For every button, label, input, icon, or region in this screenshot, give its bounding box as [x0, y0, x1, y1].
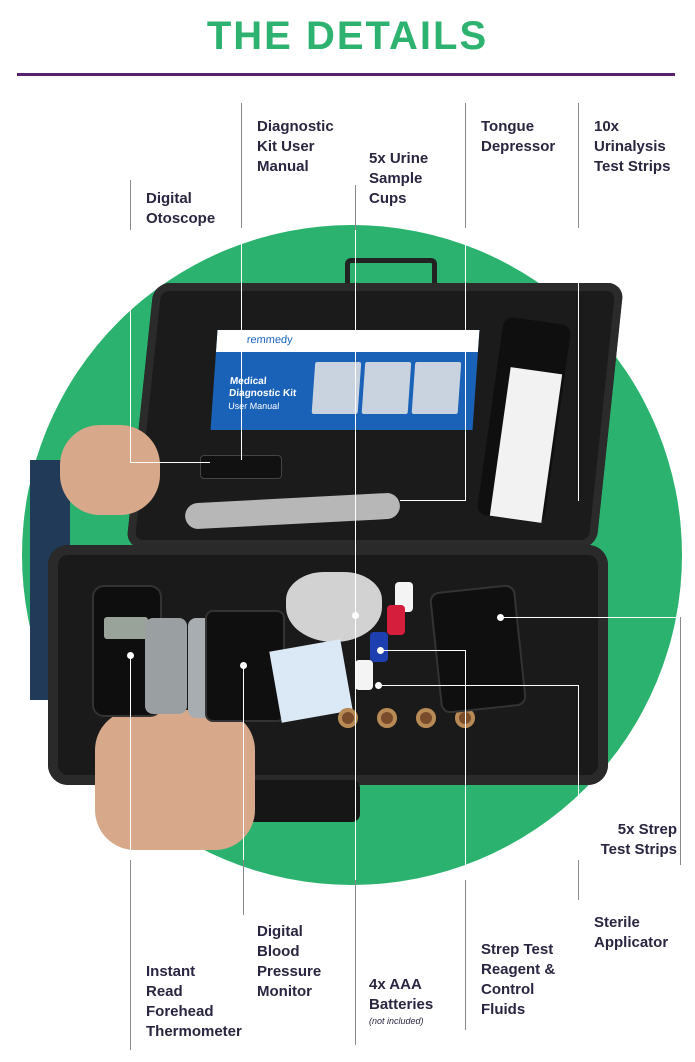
label-line: Otoscope — [146, 210, 216, 227]
dot-strep — [497, 614, 504, 621]
label-line: Applicator — [594, 934, 669, 951]
leader-reagent — [465, 650, 466, 1030]
label-line: 5x Strep — [617, 821, 677, 838]
label-line: Kit User — [257, 138, 315, 155]
label-line: Cups — [369, 190, 407, 207]
manual-header: remmedy — [215, 330, 480, 352]
label-line: Manual — [257, 158, 309, 175]
label-line: Strep Test — [481, 941, 554, 958]
title-divider — [17, 73, 675, 76]
leader-thermometer — [130, 655, 131, 1050]
bottle-white-2 — [355, 660, 373, 690]
battery-1 — [338, 708, 358, 728]
bp-cuff-1 — [145, 618, 187, 714]
label-line: 10x — [594, 118, 620, 135]
leader-tongue — [465, 103, 466, 501]
dot-cups — [352, 612, 359, 619]
label-line: Fluids — [481, 1001, 526, 1018]
strep-strip-box — [428, 583, 528, 715]
leader-tongue-top — [465, 103, 466, 228]
label-batteries: 4x AAA Batteries — [369, 975, 433, 1015]
dot-thermometer — [127, 652, 134, 659]
manual-brand: remmedy — [246, 334, 294, 346]
leader-strep — [680, 617, 681, 865]
user-manual-booklet: remmedy Medical Diagnostic Kit User Manu… — [210, 330, 480, 430]
battery-3 — [416, 708, 436, 728]
manual-title: Medical Diagnostic Kit User Manual — [228, 376, 298, 412]
leader-applicator-h — [378, 685, 578, 686]
label-otoscope: Digital Otoscope — [146, 189, 215, 229]
label-tongue-depressor: Tongue Depressor — [481, 117, 555, 157]
label-line: Batteries — [369, 996, 434, 1013]
label-blood-pressure: Digital Blood Pressure Monitor — [257, 922, 321, 1002]
leader-reagent-h — [380, 650, 466, 651]
leader-otoscope-top — [130, 180, 131, 230]
leader-otoscope — [130, 180, 131, 463]
label-thermometer: Instant Read Forehead Thermometer — [146, 962, 242, 1042]
label-line: Blood — [257, 943, 300, 960]
label-line: Tongue — [481, 118, 535, 135]
label-line: Digital — [146, 190, 192, 207]
leader-manual-top — [241, 103, 242, 228]
leader-applicator — [578, 685, 579, 895]
manual-title-line2: Diagnostic Kit — [228, 388, 297, 399]
bottle-white — [395, 582, 413, 612]
label-line: Pressure — [257, 963, 322, 980]
battery-2 — [377, 708, 397, 728]
label-line: Reagent & — [481, 961, 556, 978]
label-line: 4x AAA — [369, 976, 422, 993]
hand-bottom — [95, 710, 255, 850]
leader-applicator-bottom — [578, 860, 579, 900]
leader-bp-bottom — [243, 860, 244, 915]
label-line: Thermometer — [146, 1023, 242, 1040]
label-line: Monitor — [257, 983, 312, 1000]
label-line: Control — [481, 981, 535, 998]
leader-urinalysis — [578, 103, 579, 501]
dot-reagent — [377, 647, 384, 654]
case-top-handle — [345, 258, 437, 293]
manual-title-line1: Medical — [229, 376, 267, 387]
bottle-red — [387, 605, 405, 635]
label-line: Depressor — [481, 138, 556, 155]
label-line: Test Strips — [594, 158, 671, 175]
manual-photo-2 — [361, 362, 412, 414]
leader-otoscope-h — [130, 462, 210, 463]
label-urine-cups: 5x Urine Sample Cups — [369, 149, 428, 209]
manual-photo-1 — [311, 362, 362, 414]
label-line: Test Strips — [600, 841, 677, 858]
label-line: Sample — [369, 170, 423, 187]
leader-reagent-bottom — [465, 880, 466, 1030]
manual-subtitle: User Manual — [227, 401, 280, 411]
label-urinalysis: 10x Urinalysis Test Strips — [594, 117, 670, 177]
label-line: Forehead — [146, 1003, 214, 1020]
leader-strep-h — [500, 617, 680, 618]
thermometer-screen — [104, 617, 148, 639]
leader-cups-top — [355, 185, 356, 230]
label-line: Read — [146, 983, 183, 1000]
dot-applicator — [375, 682, 382, 689]
label-line: Diagnostic — [257, 118, 334, 135]
leader-thermometer-bottom — [130, 860, 131, 1050]
dot-bp — [240, 662, 247, 669]
label-line: Urinalysis — [594, 138, 666, 155]
label-strep-reagent: Strep Test Reagent & Control Fluids — [481, 940, 555, 1020]
label-line: Sterile — [594, 914, 640, 931]
label-diagnostic-manual: Diagnostic Kit User Manual — [257, 117, 334, 177]
leader-manual — [241, 103, 242, 460]
label-strep-strips: 5x Strep Test Strips — [580, 820, 677, 860]
label-sterile-applicator: Sterile Applicator — [594, 913, 668, 953]
hand-left — [60, 425, 160, 515]
label-line: 5x Urine — [369, 150, 429, 167]
urine-cups-stack — [286, 572, 382, 642]
leader-tongue-h — [400, 500, 466, 501]
page-title: THE DETAILS — [206, 14, 489, 58]
leader-batteries-bottom — [355, 880, 356, 1045]
label-line: Digital — [257, 923, 303, 940]
label-line: Instant — [146, 963, 196, 980]
leader-bp — [243, 665, 244, 915]
leader-urinalysis-top — [578, 103, 579, 228]
manual-photo-3 — [411, 362, 462, 414]
label-batteries-note: (not included) — [369, 1016, 424, 1026]
